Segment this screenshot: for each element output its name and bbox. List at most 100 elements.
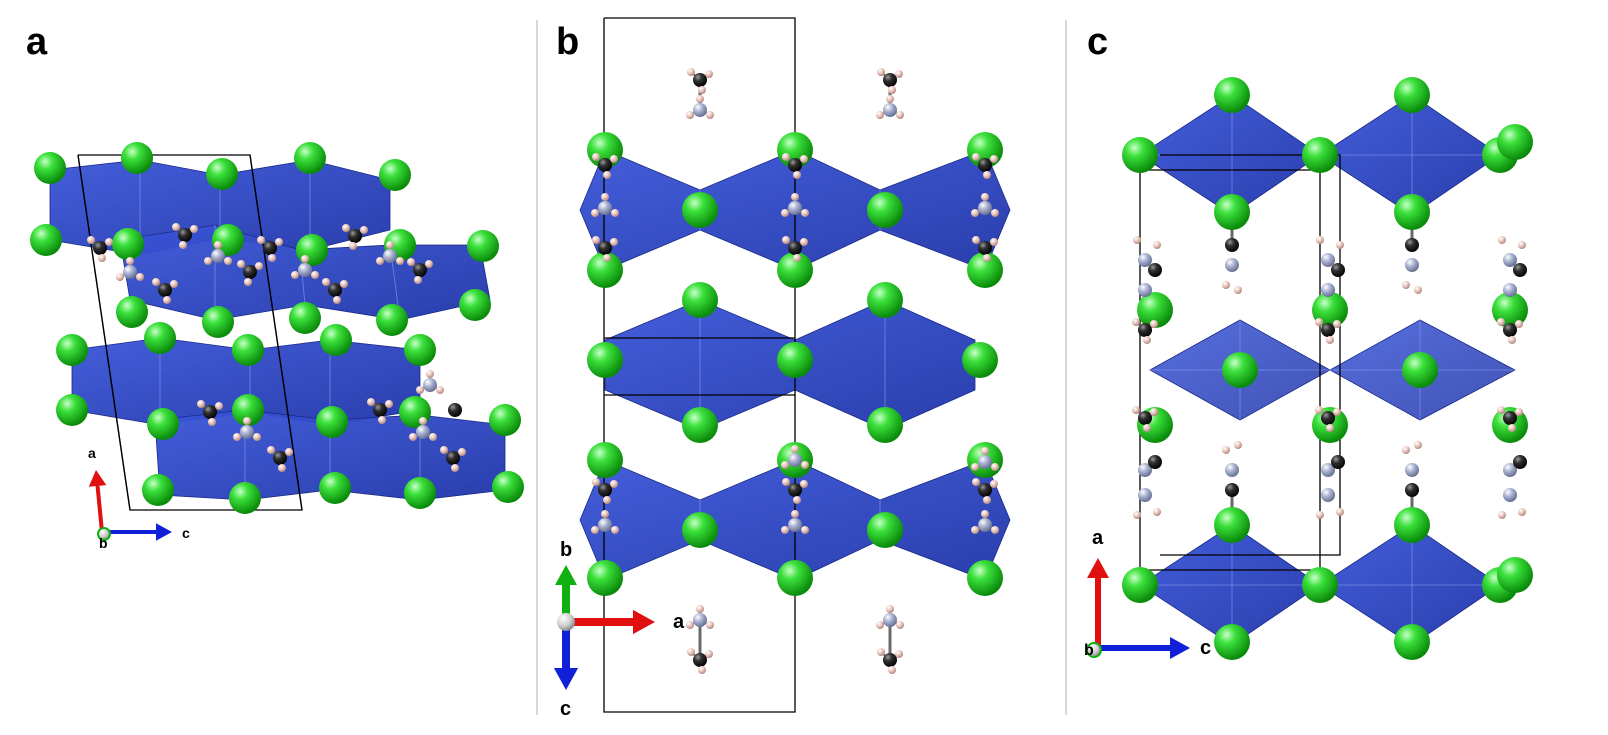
- carbon-atom: [883, 653, 897, 667]
- hydrogen-atom: [208, 418, 216, 426]
- hydrogen-atom: [152, 278, 160, 286]
- chlorine-atom: [1497, 557, 1533, 593]
- hydrogen-atom: [360, 226, 368, 234]
- hydrogen-atom: [253, 433, 261, 441]
- hydrogen-atom: [1326, 424, 1334, 432]
- hydrogen-atom: [1133, 236, 1141, 244]
- chlorine-atom: [202, 306, 234, 338]
- hydrogen-atom: [436, 386, 444, 394]
- chlorine-atom: [404, 334, 436, 366]
- hydrogen-atom: [686, 621, 694, 629]
- hydrogen-atom: [990, 480, 998, 488]
- panel-a-axis-up-label: a: [88, 445, 96, 461]
- chlorine-atom: [289, 302, 321, 334]
- nitrogen-atom: [978, 201, 992, 215]
- hydrogen-atom: [451, 464, 459, 472]
- hydrogen-atom: [971, 463, 979, 471]
- carbon-atom: [328, 283, 342, 297]
- hydrogen-atom: [1153, 241, 1161, 249]
- hydrogen-atom: [877, 68, 885, 76]
- hydrogen-atom: [696, 95, 704, 103]
- hydrogen-atom: [972, 236, 980, 244]
- carbon-atom: [203, 405, 217, 419]
- hydrogen-atom: [1316, 511, 1324, 519]
- hydrogen-atom: [255, 262, 263, 270]
- panel-a-axis-right-label: c: [182, 525, 190, 541]
- nitrogen-atom: [883, 103, 897, 117]
- chlorine-atom: [682, 407, 718, 443]
- chlorine-atom: [56, 394, 88, 426]
- hydrogen-atom: [1414, 441, 1422, 449]
- carbon-atom: [1321, 323, 1335, 337]
- hydrogen-atom: [87, 236, 95, 244]
- hydrogen-atom: [1326, 336, 1334, 344]
- hydrogen-atom: [1133, 511, 1141, 519]
- hydrogen-atom: [1414, 286, 1422, 294]
- chlorine-atom: [587, 442, 623, 478]
- chlorine-atom: [1122, 137, 1158, 173]
- nitrogen-atom: [978, 455, 992, 469]
- hydrogen-atom: [215, 402, 223, 410]
- hydrogen-atom: [592, 478, 600, 486]
- hydrogen-atom: [991, 526, 999, 534]
- chlorine-atom: [587, 252, 623, 288]
- carbon-atom: [1321, 411, 1335, 425]
- unit-cell-edge: [1160, 154, 1341, 556]
- chlorine-atom: [404, 477, 436, 509]
- hydrogen-atom: [1497, 406, 1505, 414]
- hydrogen-atom: [991, 209, 999, 217]
- hydrogen-atom: [801, 461, 809, 469]
- carbon-atom: [978, 158, 992, 172]
- carbon-atom: [348, 229, 362, 243]
- hydrogen-atom: [105, 238, 113, 246]
- unit-cell-edge: [77, 154, 131, 511]
- chlorine-atom: [587, 342, 623, 378]
- hydrogen-atom: [349, 242, 357, 250]
- hydrogen-atom: [1333, 320, 1341, 328]
- hydrogen-atom: [1143, 424, 1151, 432]
- chlorine-atom: [777, 342, 813, 378]
- hydrogen-atom: [291, 271, 299, 279]
- hydrogen-atom: [705, 650, 713, 658]
- chlorine-atom: [492, 471, 524, 503]
- hydrogen-atom: [782, 153, 790, 161]
- panel-b-axis-a-arrow-head: [633, 609, 655, 635]
- hydrogen-atom: [972, 153, 980, 161]
- carbon-atom: [1138, 323, 1152, 337]
- nitrogen-atom: [1321, 463, 1335, 477]
- chlorine-atom: [30, 224, 62, 256]
- chlorine-atom: [1302, 137, 1338, 173]
- nitrogen-atom: [1138, 463, 1152, 477]
- nitrogen-atom: [1321, 253, 1335, 267]
- carbon-atom: [598, 483, 612, 497]
- hydrogen-atom: [781, 461, 789, 469]
- hydrogen-atom: [224, 257, 232, 265]
- panel-a-axis-a-arrow-head: [88, 470, 107, 487]
- nitrogen-atom: [693, 613, 707, 627]
- hydrogen-atom: [214, 241, 222, 249]
- hydrogen-atom: [698, 86, 706, 94]
- hydrogen-atom: [610, 155, 618, 163]
- nitrogen-atom: [1503, 463, 1517, 477]
- chlorine-atom: [232, 334, 264, 366]
- chlorine-atom: [379, 159, 411, 191]
- hydrogen-atom: [800, 480, 808, 488]
- chlorine-atom: [206, 158, 238, 190]
- hydrogen-atom: [801, 526, 809, 534]
- hydrogen-atom: [1315, 318, 1323, 326]
- hydrogen-atom: [687, 68, 695, 76]
- hydrogen-atom: [322, 278, 330, 286]
- hydrogen-atom: [793, 171, 801, 179]
- hydrogen-atom: [610, 480, 618, 488]
- carbon-atom: [1148, 455, 1162, 469]
- hydrogen-atom: [981, 510, 989, 518]
- nitrogen-atom: [788, 453, 802, 467]
- nitrogen-atom: [1503, 283, 1517, 297]
- chlorine-atom: [489, 404, 521, 436]
- chlorine-atom: [1214, 77, 1250, 113]
- axes-layer: [88, 470, 1190, 690]
- panel-b-axis-down-label: c: [560, 698, 571, 720]
- carbon-atom: [1225, 483, 1239, 497]
- chlorine-atom: [1214, 507, 1250, 543]
- hydrogen-atom: [610, 238, 618, 246]
